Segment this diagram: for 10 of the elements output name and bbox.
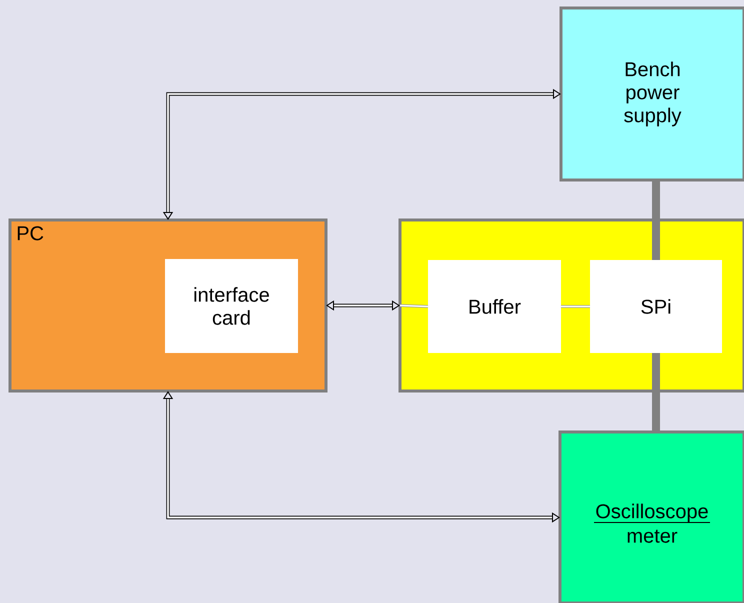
process-box: Buffer [428,260,561,353]
connector-line [400,304,428,308]
connector-line [652,180,660,260]
process-box: Bench power supply [560,6,744,182]
instrument-box: Oscilloscope meter [558,430,744,603]
connector-line [652,353,660,432]
connector-line [561,305,590,308]
arrow [326,300,400,311]
process-box: SPi [590,260,722,353]
process-box: interface card [165,259,298,353]
